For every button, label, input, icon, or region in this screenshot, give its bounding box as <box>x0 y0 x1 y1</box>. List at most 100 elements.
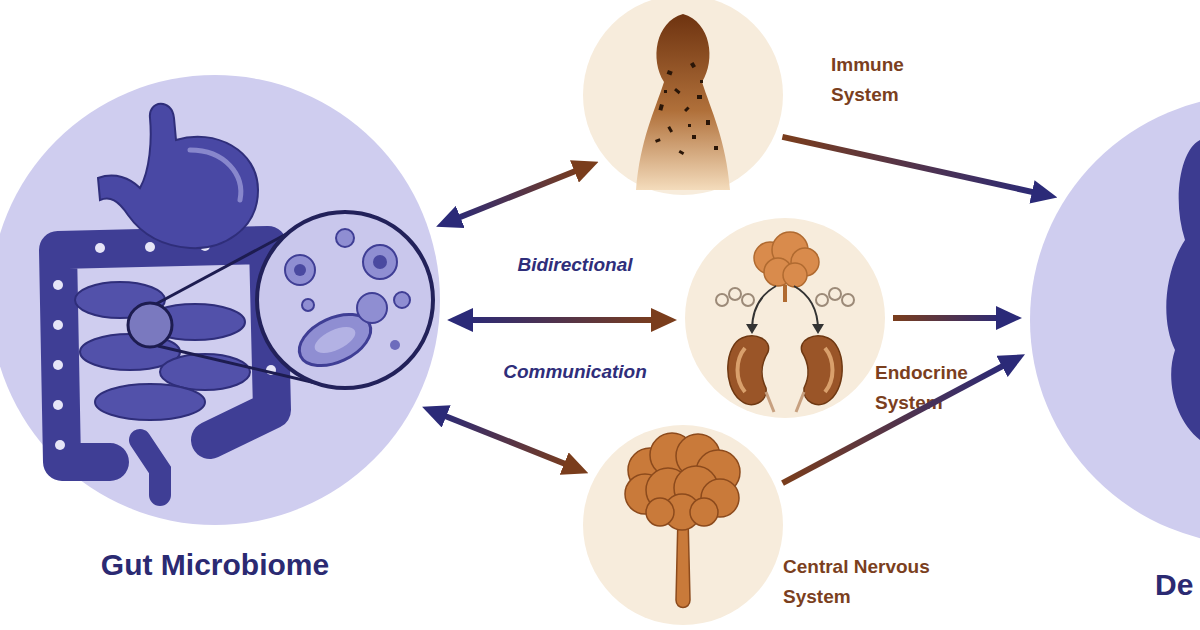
endocrine-illustration-part <box>752 286 776 330</box>
gut-illustration-part <box>55 440 65 450</box>
gut-illustration-part <box>80 334 180 370</box>
brain-illustration-part <box>628 448 672 492</box>
system-circle: Endocrine System <box>685 218 885 418</box>
gut-illustration-part <box>53 280 63 290</box>
arrow-connector <box>782 137 1039 194</box>
outcome-illustration-part <box>1166 140 1200 440</box>
brain-illustration-part <box>674 466 718 510</box>
endocrine-illustration-part <box>783 263 807 287</box>
arrow-connector <box>439 413 572 466</box>
microbiome-circle: Gut Microbiome <box>0 75 440 525</box>
gut-illustration-part <box>265 325 275 335</box>
gut-illustration-part <box>95 243 105 253</box>
brain-illustration-part <box>676 434 720 478</box>
endocrine-illustration-part <box>829 288 841 300</box>
circle-shape <box>685 218 885 418</box>
endocrine-illustration-part <box>816 294 828 306</box>
circle-shape <box>583 425 783 625</box>
circle-fill <box>583 425 783 625</box>
system-circle: Immune System <box>583 0 783 195</box>
endocrine-illustration-part <box>783 285 787 302</box>
gut-illustration-part <box>160 354 250 390</box>
brain-illustration-part <box>650 433 694 477</box>
brain-illustration-part <box>625 474 665 514</box>
gut-illustration-part <box>156 217 318 304</box>
circle-fill <box>0 75 440 525</box>
gut-illustration-part <box>145 304 245 340</box>
immune-illustration-part <box>684 106 690 112</box>
circle-shape <box>583 0 783 195</box>
node-label: Gut Microbiome <box>0 547 440 583</box>
immune-illustration-part <box>700 80 703 83</box>
gut-illustration-part <box>363 245 397 279</box>
immune-illustration-part <box>688 124 691 127</box>
gut-illustration-part <box>265 285 275 295</box>
endocrine-illustration-part <box>772 232 808 268</box>
immune-illustration-part <box>697 95 702 99</box>
gut-illustration-part <box>53 400 63 410</box>
gut-illustration-part <box>98 104 258 248</box>
gut-illustration-part <box>145 242 155 252</box>
endocrine-illustration-part <box>796 392 804 412</box>
endocrine-illustration-part <box>812 324 824 334</box>
gut-illustration-part <box>53 360 63 370</box>
immune-illustration-part <box>667 126 673 133</box>
immune-illustration-part <box>674 88 681 94</box>
arrow-connector <box>453 168 582 220</box>
immune-illustration-part <box>706 120 710 125</box>
immune-illustration-part <box>667 70 673 75</box>
immune-illustration-part <box>679 150 685 155</box>
gut-illustration-part <box>373 255 387 269</box>
endocrine-illustration-part <box>791 248 819 276</box>
endocrine-illustration-part <box>764 258 792 286</box>
brain-illustration-part <box>690 498 718 526</box>
annotation-label: Bidirectional <box>475 253 675 277</box>
gut-illustration-part <box>140 440 160 495</box>
gut-illustration-part <box>390 340 400 350</box>
node-label: Central Nervous System <box>783 552 973 612</box>
circle-fill <box>685 218 885 418</box>
node-label: Endocrine System <box>875 358 1005 418</box>
endocrine-illustration-part <box>738 348 746 392</box>
endocrine-illustration-part <box>825 348 833 392</box>
circle-shape <box>0 75 440 525</box>
endocrine-illustration-part <box>742 294 754 306</box>
node-label: De <box>1155 567 1200 603</box>
gut-illustration-part <box>311 322 359 359</box>
endocrine-illustration-part <box>842 294 854 306</box>
arrow-connector <box>783 363 1010 483</box>
gut-illustration-part <box>190 150 241 200</box>
gut-illustration-part <box>53 320 63 330</box>
gut-illustration-part <box>291 304 378 376</box>
gut-illustration-part <box>266 365 276 375</box>
gut-illustration-part <box>75 282 165 318</box>
annotation-label: Communication <box>465 360 685 384</box>
brain-illustration-part <box>701 479 739 517</box>
endocrine-illustration-part <box>716 294 728 306</box>
brain-illustration <box>625 433 740 608</box>
arrow-connector <box>465 317 659 323</box>
outcome-illustration <box>1166 140 1200 440</box>
gut-illustration-part <box>128 303 172 347</box>
gut-illustration-part <box>158 346 320 384</box>
endocrine-illustration-part <box>729 288 741 300</box>
endocrine-illustration-part <box>801 336 842 405</box>
immune-illustration-part <box>692 135 696 139</box>
endocrine-illustration-part <box>794 286 818 330</box>
circle-fill <box>583 0 783 195</box>
gut-illustration-part <box>357 293 387 323</box>
brain-illustration-part <box>646 498 674 526</box>
gut-illustration <box>53 104 433 495</box>
immune-illustration-part <box>690 62 696 68</box>
endocrine-illustration-part <box>766 392 774 412</box>
brain-illustration-part <box>696 450 740 494</box>
immune-illustration-part <box>664 90 667 93</box>
immune-illustration <box>636 14 730 190</box>
gut-illustration-part <box>394 292 410 308</box>
brain-illustration-part <box>646 468 690 512</box>
gut-illustration-part <box>200 241 210 251</box>
endocrine-illustration-part <box>746 324 758 334</box>
endocrine-illustration-part <box>754 242 786 274</box>
